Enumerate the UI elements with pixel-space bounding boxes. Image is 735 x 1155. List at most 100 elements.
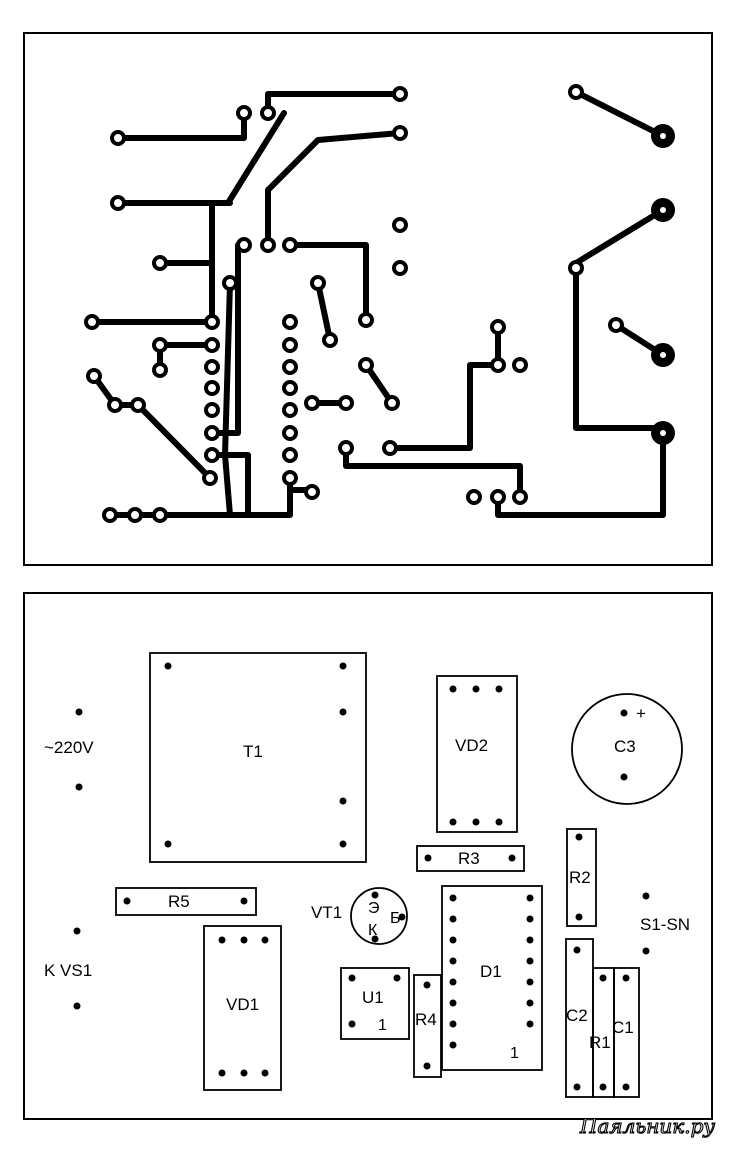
component-pins [73,662,650,1091]
pin [449,818,457,826]
pin [424,854,432,862]
pad [392,217,408,233]
pad [490,319,506,335]
pcb-trace-panel [23,32,713,566]
vd2-outline [436,675,518,833]
pin [240,1069,248,1077]
trace-2 [115,110,247,141]
pin [73,927,81,935]
pad [392,86,408,102]
pin [472,685,480,693]
pad [322,332,338,348]
pad [338,440,354,456]
pin [526,999,534,1007]
pin [622,1083,630,1091]
pin [449,915,457,923]
pin [495,685,503,693]
pin [261,936,269,944]
pad [282,314,298,330]
trace-24 [573,260,663,431]
pin [449,1020,457,1028]
pin [573,946,581,954]
pin [164,662,172,670]
pin [123,897,131,905]
c3-plus-label: + [636,704,646,723]
pin [575,833,583,841]
pin [393,974,401,982]
pin [526,957,534,965]
r2-label: R2 [569,868,591,887]
pin [398,913,406,921]
trace-4 [265,130,403,248]
pin [339,797,347,805]
trace-3 [115,110,287,206]
trace-5 [209,200,233,325]
pad [568,84,584,100]
pad [512,357,528,373]
pad [466,489,482,505]
pad [282,337,298,353]
pin [339,662,347,670]
pad [282,359,298,375]
pin [449,936,457,944]
pin [526,894,534,902]
pad [358,312,374,328]
pad [236,237,252,253]
pad [204,337,220,353]
pad [260,105,276,121]
trace-20 [387,362,501,451]
pad [282,470,298,486]
pin [164,840,172,848]
pcb-traces [89,89,666,518]
pad [86,368,102,384]
r2-outline [566,828,597,927]
d1-pin-label: 1 [510,1045,519,1062]
pad [152,337,168,353]
pad [222,275,238,291]
pad [282,447,298,463]
assembly-border [23,592,713,1120]
pad [568,260,584,276]
trace-22 [343,445,523,496]
pin [622,974,630,982]
pin [620,709,628,717]
pin [449,685,457,693]
kvs-terminal-label: K VS1 [44,961,92,980]
component-outlines [115,652,683,1098]
vd1-label: VD1 [226,995,259,1014]
vt1-b-label: Б [390,910,401,927]
r4-label: R4 [415,1010,437,1029]
pad [512,489,528,505]
pin [449,999,457,1007]
trace-25 [573,207,666,266]
pin [526,936,534,944]
pin [348,1020,356,1028]
pad [204,425,220,441]
pad-hole [660,133,666,139]
pin [371,935,379,943]
assembly-panel: ~220V K VS1 T1 VD2 C3 + R3 R2 R5 VT1 Э К… [23,592,713,1120]
trace-1 [265,91,403,116]
trace-11 [91,373,213,481]
d1-outline [441,885,543,1071]
pin [642,947,650,955]
pin [472,818,480,826]
t1-outline [149,652,367,863]
pad [490,357,506,373]
pad [202,470,218,486]
pad [110,130,126,146]
trace-17 [315,280,333,343]
r4-outline [413,974,442,1078]
pin [526,978,534,986]
pin [449,1041,457,1049]
pad [358,357,374,373]
pad [152,255,168,271]
pad-hole [660,352,666,358]
c3-label: C3 [614,737,636,756]
pin [449,978,457,986]
pin [240,897,248,905]
c2-label: C2 [566,1006,588,1025]
pin [261,1069,269,1077]
pad [282,402,298,418]
